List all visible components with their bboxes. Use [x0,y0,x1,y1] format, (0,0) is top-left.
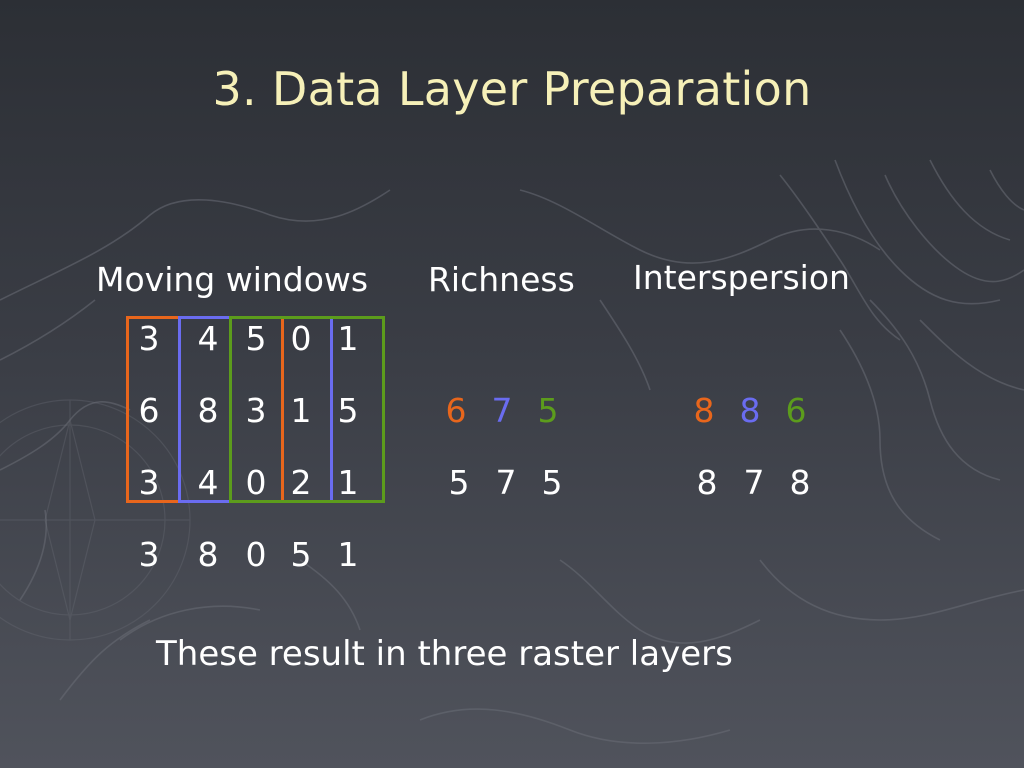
heading-moving-windows: Moving windows [96,260,369,299]
grid-cell: 2 [290,463,312,502]
heading-interspersion: Interspersion [633,258,850,297]
grid-cell: 5 [245,319,267,358]
richness-value: 5 [448,463,470,502]
window-green-outline [229,316,385,503]
richness-value: 5 [541,463,563,502]
slide-title: 3. Data Layer Preparation [212,62,812,116]
grid-cell: 8 [197,535,219,574]
grid-cell: 1 [337,319,359,358]
grid-cell: 4 [197,319,219,358]
grid-cell: 3 [138,319,160,358]
heading-richness: Richness [428,260,575,299]
grid-cell: 5 [290,535,312,574]
interspersion-value: 8 [789,463,811,502]
grid-cell: 0 [245,535,267,574]
grid-cell: 6 [138,391,160,430]
interspersion-value: 6 [785,391,807,430]
grid-cell: 8 [197,391,219,430]
grid-cell: 1 [337,535,359,574]
grid-cell: 5 [337,391,359,430]
grid-cell: 0 [290,319,312,358]
richness-value: 5 [537,391,559,430]
richness-value: 6 [445,391,467,430]
interspersion-value: 8 [696,463,718,502]
grid-cell: 3 [138,463,160,502]
grid-cell: 3 [138,535,160,574]
footer-caption: These result in three raster layers [156,634,733,674]
grid-cell: 3 [245,391,267,430]
grid-cell: 1 [290,391,312,430]
grid-cell: 1 [337,463,359,502]
interspersion-value: 7 [743,463,765,502]
interspersion-value: 8 [693,391,715,430]
grid-cell: 0 [245,463,267,502]
grid-cell: 4 [197,463,219,502]
richness-value: 7 [491,391,513,430]
interspersion-value: 8 [739,391,761,430]
richness-value: 7 [495,463,517,502]
